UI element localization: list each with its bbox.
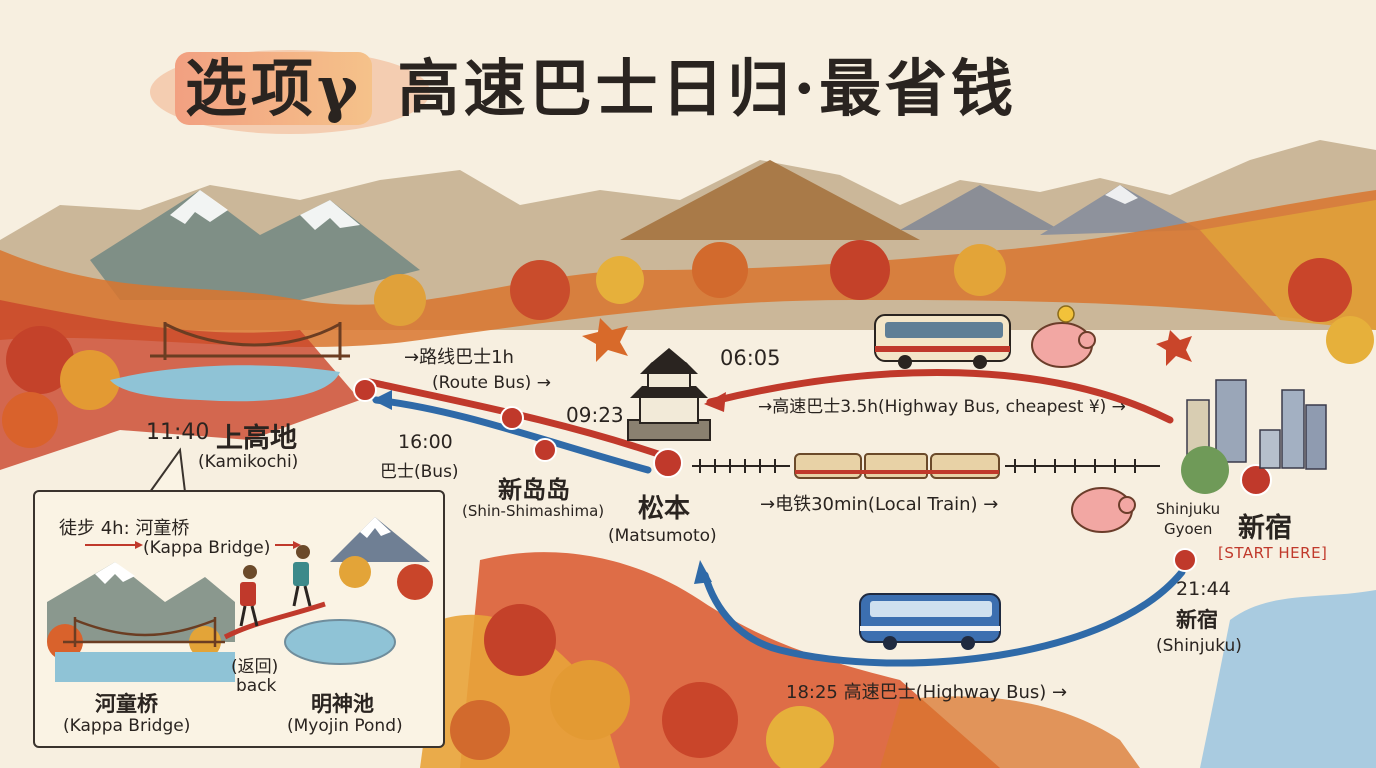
train-icon: [794, 453, 1000, 479]
node-shinjuku-end: [1173, 548, 1197, 572]
kamikochi-en: (Kamikochi): [198, 452, 299, 472]
shinjuku-end-time: 21:44: [1176, 578, 1231, 600]
hike-back-cn: (返回): [231, 657, 279, 677]
hike-callout: 徒步 4h: 河童桥 (Kappa Bridge) (返回) back 河童桥 …: [33, 490, 445, 748]
kamikochi-name: 上高地: [216, 423, 297, 454]
route-bus-en: (Route Bus) →: [432, 373, 551, 393]
local-train-label: →电铁30min(Local Train) →: [760, 494, 999, 515]
node-kamikochi: [353, 378, 377, 402]
piggy-bank-icon: [1071, 487, 1136, 533]
title-prefix: 选项γ: [175, 52, 372, 125]
start-here-tag: [START HERE]: [1218, 544, 1328, 562]
hike-myojin-en: (Myojin Pond): [287, 716, 403, 736]
shinjuku-gyoen-line2: Gyoen: [1164, 520, 1213, 538]
shinshimashima-en: (Shin-Shimashima): [462, 502, 605, 520]
bus-return-time: 16:00: [398, 431, 453, 453]
route-highway-return: [701, 568, 1186, 667]
matsumoto-en: (Matsumoto): [608, 526, 717, 546]
tree-icon: [2, 240, 1374, 768]
matsumoto-name: 松本: [638, 494, 691, 524]
piggy-bank-icon: [1031, 322, 1096, 368]
tokyo-bay: [1200, 590, 1376, 768]
highway-return-label: 18:25 高速巴士(Highway Bus) →: [786, 682, 1068, 703]
time-matsumoto-arrive: 09:23: [566, 403, 624, 427]
hike-back-en: back: [236, 676, 277, 696]
node-shinshimashima: [533, 438, 557, 462]
time-depart: 06:05: [720, 346, 781, 370]
hiker-icon: [292, 545, 312, 607]
shinjuku-end-en: (Shinjuku): [1156, 636, 1242, 656]
kamikochi-time: 11:40: [146, 420, 210, 445]
castle-icon: [627, 348, 711, 441]
shinjuku-gyoen-line1: Shinjuku: [1156, 500, 1221, 518]
route-bus-return: [372, 396, 652, 474]
hike-walk-en: (Kappa Bridge): [143, 538, 271, 558]
hike-kappa-en: (Kappa Bridge): [63, 716, 191, 736]
route-highway-outbound: [706, 368, 1174, 424]
azusa-river: [110, 365, 340, 402]
hiker-icon: [239, 565, 259, 627]
shinjuku-end-name: 新宿: [1176, 608, 1218, 632]
node-shinjuku-start: [1240, 464, 1272, 496]
shinshimashima-name: 新岛岛: [498, 476, 570, 504]
hike-myojin-cn: 明神池: [311, 692, 374, 716]
node-matsumoto: [653, 448, 683, 478]
bus-icon: [874, 314, 1011, 369]
skyline-icon: [1181, 379, 1327, 494]
title-main: 高速巴士日归·最省钱: [397, 52, 1018, 125]
railway-track: [692, 459, 1160, 473]
shinjuku-start-name: 新宿: [1238, 513, 1292, 544]
maple-leaf-icon: [582, 318, 1192, 366]
route-bus-label: →路线巴士1h: [404, 347, 514, 368]
bus-return-label: 巴士(Bus): [380, 462, 459, 482]
hike-walk-label: 徒步 4h: 河童桥: [59, 518, 190, 539]
hike-kappa-cn: 河童桥: [95, 692, 158, 716]
bridge-icon: [150, 322, 350, 360]
coin-icon: [1057, 305, 1075, 323]
bus-icon: [859, 593, 1001, 650]
highway-outbound-label: →高速巴士3.5h(Highway Bus, cheapest ¥) →: [758, 397, 1126, 417]
page-title: 选项γ 高速巴士日归·最省钱: [175, 38, 1017, 128]
node-route-waypoint: [500, 406, 524, 430]
hike-illustration: [47, 517, 433, 682]
